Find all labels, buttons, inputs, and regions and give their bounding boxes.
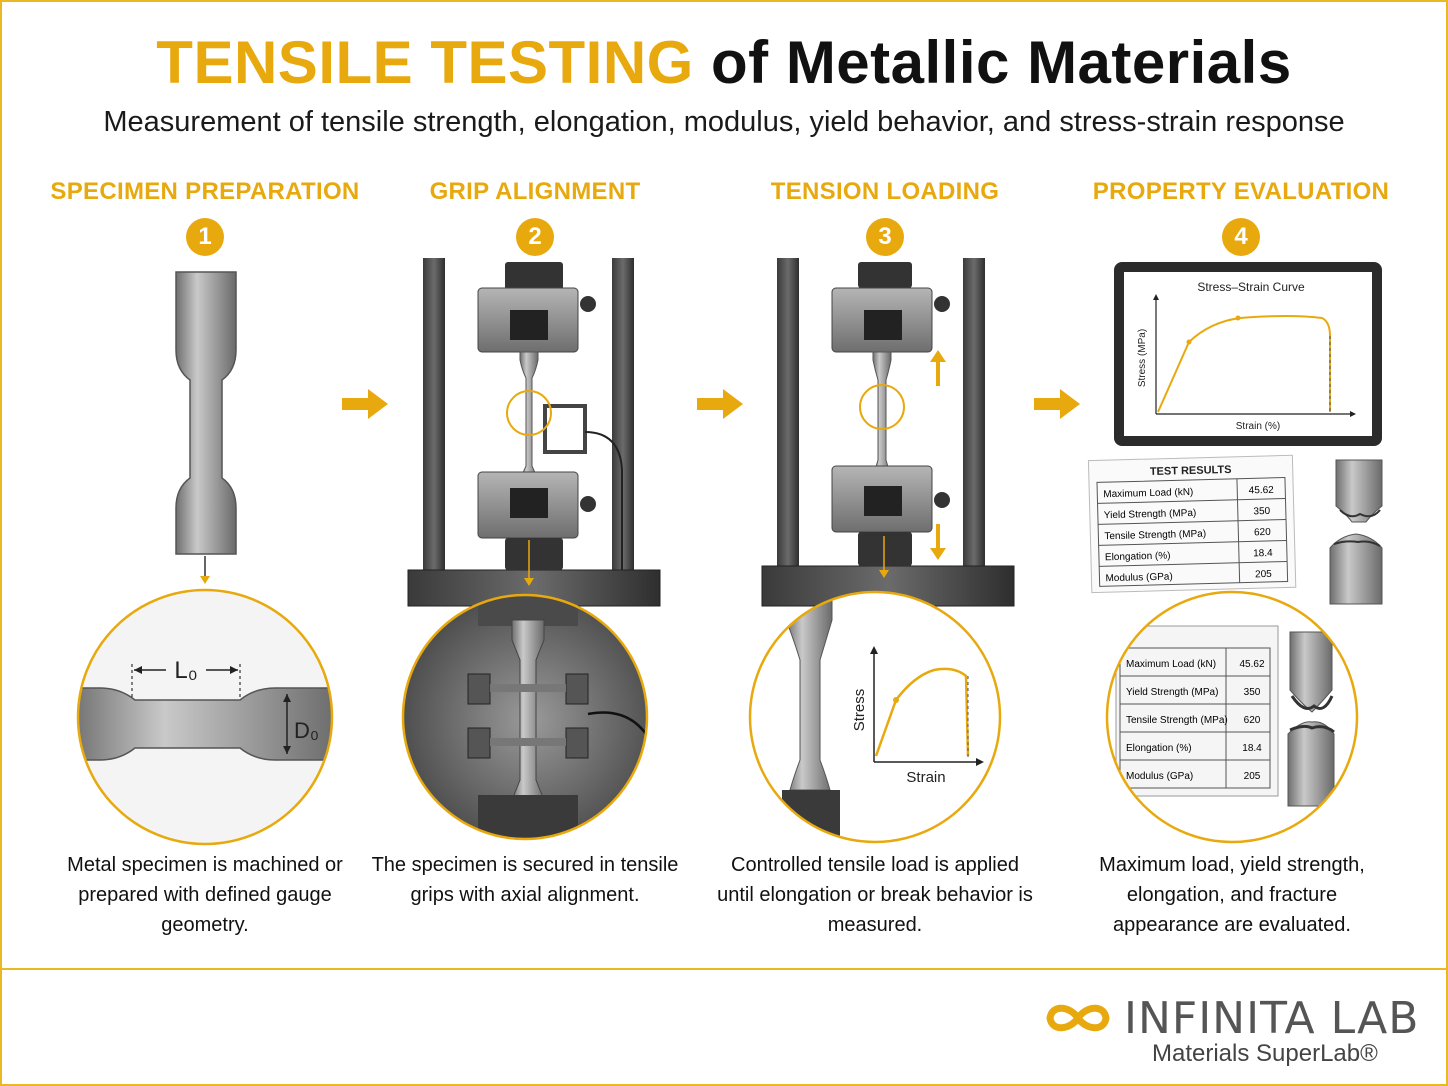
inset-row-label: Elongation (%) [1126,743,1192,754]
sheet-row-value: 205 [1255,569,1272,580]
results-detail-inset: Maximum Load (kN) 45.62 Yield Strength (… [1107,592,1357,842]
step-2-caption: The specimen is secured in tensile grips… [371,854,679,906]
diameter-label: D₀ [294,718,319,743]
step-3-badge: 3 [866,218,904,256]
test-frame-machine [407,258,661,607]
inset-row-value: 18.4 [1242,743,1262,754]
flow-arrow-icon [1034,389,1080,419]
step-3-caption: Controlled tensile load is applied until… [717,854,1033,936]
step-1-caption: Metal specimen is machined or prepared w… [67,854,343,936]
inset-row-label: Maximum Load (kN) [1126,659,1216,670]
step-4-badge: 4 [1222,218,1260,256]
inset-row-value: 45.62 [1239,659,1264,670]
page-title: TENSILE TESTING of Metallic Materials [0,28,1448,97]
sheet-row-value: 620 [1254,527,1271,538]
inset-row-label: Tensile Strength (MPa) [1126,715,1228,726]
sheet-row-label: Maximum Load (kN) [1103,487,1193,500]
sheet-row-label: Elongation (%) [1105,551,1171,564]
sheet-row-value: 18.4 [1253,548,1273,560]
brand-tagline: Materials SuperLab® [1152,1040,1378,1067]
fractured-specimen [1329,459,1383,605]
inset-ylabel: Stress [851,689,868,732]
inset-row-value: 620 [1244,715,1261,726]
step-2-title: GRIP ALIGNMENT [429,178,641,205]
sheet-row-label: Modulus (GPa) [1105,571,1173,584]
grip-detail-inset [403,595,647,839]
results-heading: TEST RESULTS [1150,464,1232,478]
inset-row-value: 350 [1244,687,1261,698]
infinity-logo-icon [1046,1004,1110,1032]
sheet-row-value: 350 [1253,506,1270,517]
step-4-caption: Maximum load, yield strength, elongation… [1099,854,1365,936]
footer-divider [2,968,1446,970]
flow-arrow-icon [342,389,388,419]
dogbone-specimen [175,271,237,555]
inset-row-label: Modulus (GPa) [1126,771,1193,782]
title-rest: of Metallic Materials [711,29,1292,96]
loading-machine [761,258,1015,607]
monitor-chart-title: Stress–Strain Curve [1197,280,1305,294]
title-highlight: TENSILE TESTING [156,29,694,96]
results-monitor: Stress–Strain Curve Strain (%) Stress (M… [1114,262,1382,446]
page-subtitle: Measurement of tensile strength, elongat… [103,106,1345,138]
flow-arrow-icon [697,389,743,419]
sheet-row-label: Tensile Strength (MPa) [1104,529,1206,543]
step-1-badge: 1 [186,218,224,256]
loading-detail-inset: Strain Stress [750,592,1000,842]
specimen-detail-inset: L₀ D₀ [78,590,332,844]
step-1-title: SPECIMEN PREPARATION [50,178,360,205]
sheet-row-value: 45.62 [1249,485,1275,497]
step-4-title: PROPERTY EVALUATION [1092,178,1390,205]
sheet-row-label: Yield Strength (MPa) [1104,508,1197,521]
brand-name: INFINITA LAB [1124,993,1420,1044]
gauge-length-label: L₀ [174,657,197,684]
results-sheet: TEST RESULTS Maximum Load (kN) 45.62 Yie… [1087,454,1297,594]
monitor-xlabel: Strain (%) [1236,421,1280,432]
monitor-ylabel: Stress (MPa) [1137,329,1148,387]
inset-xlabel: Strain [906,769,945,786]
step-3-title: TENSION LOADING [770,178,1000,205]
step-2-badge: 2 [516,218,554,256]
inset-row-label: Yield Strength (MPa) [1126,687,1218,698]
inset-row-value: 205 [1244,771,1261,782]
